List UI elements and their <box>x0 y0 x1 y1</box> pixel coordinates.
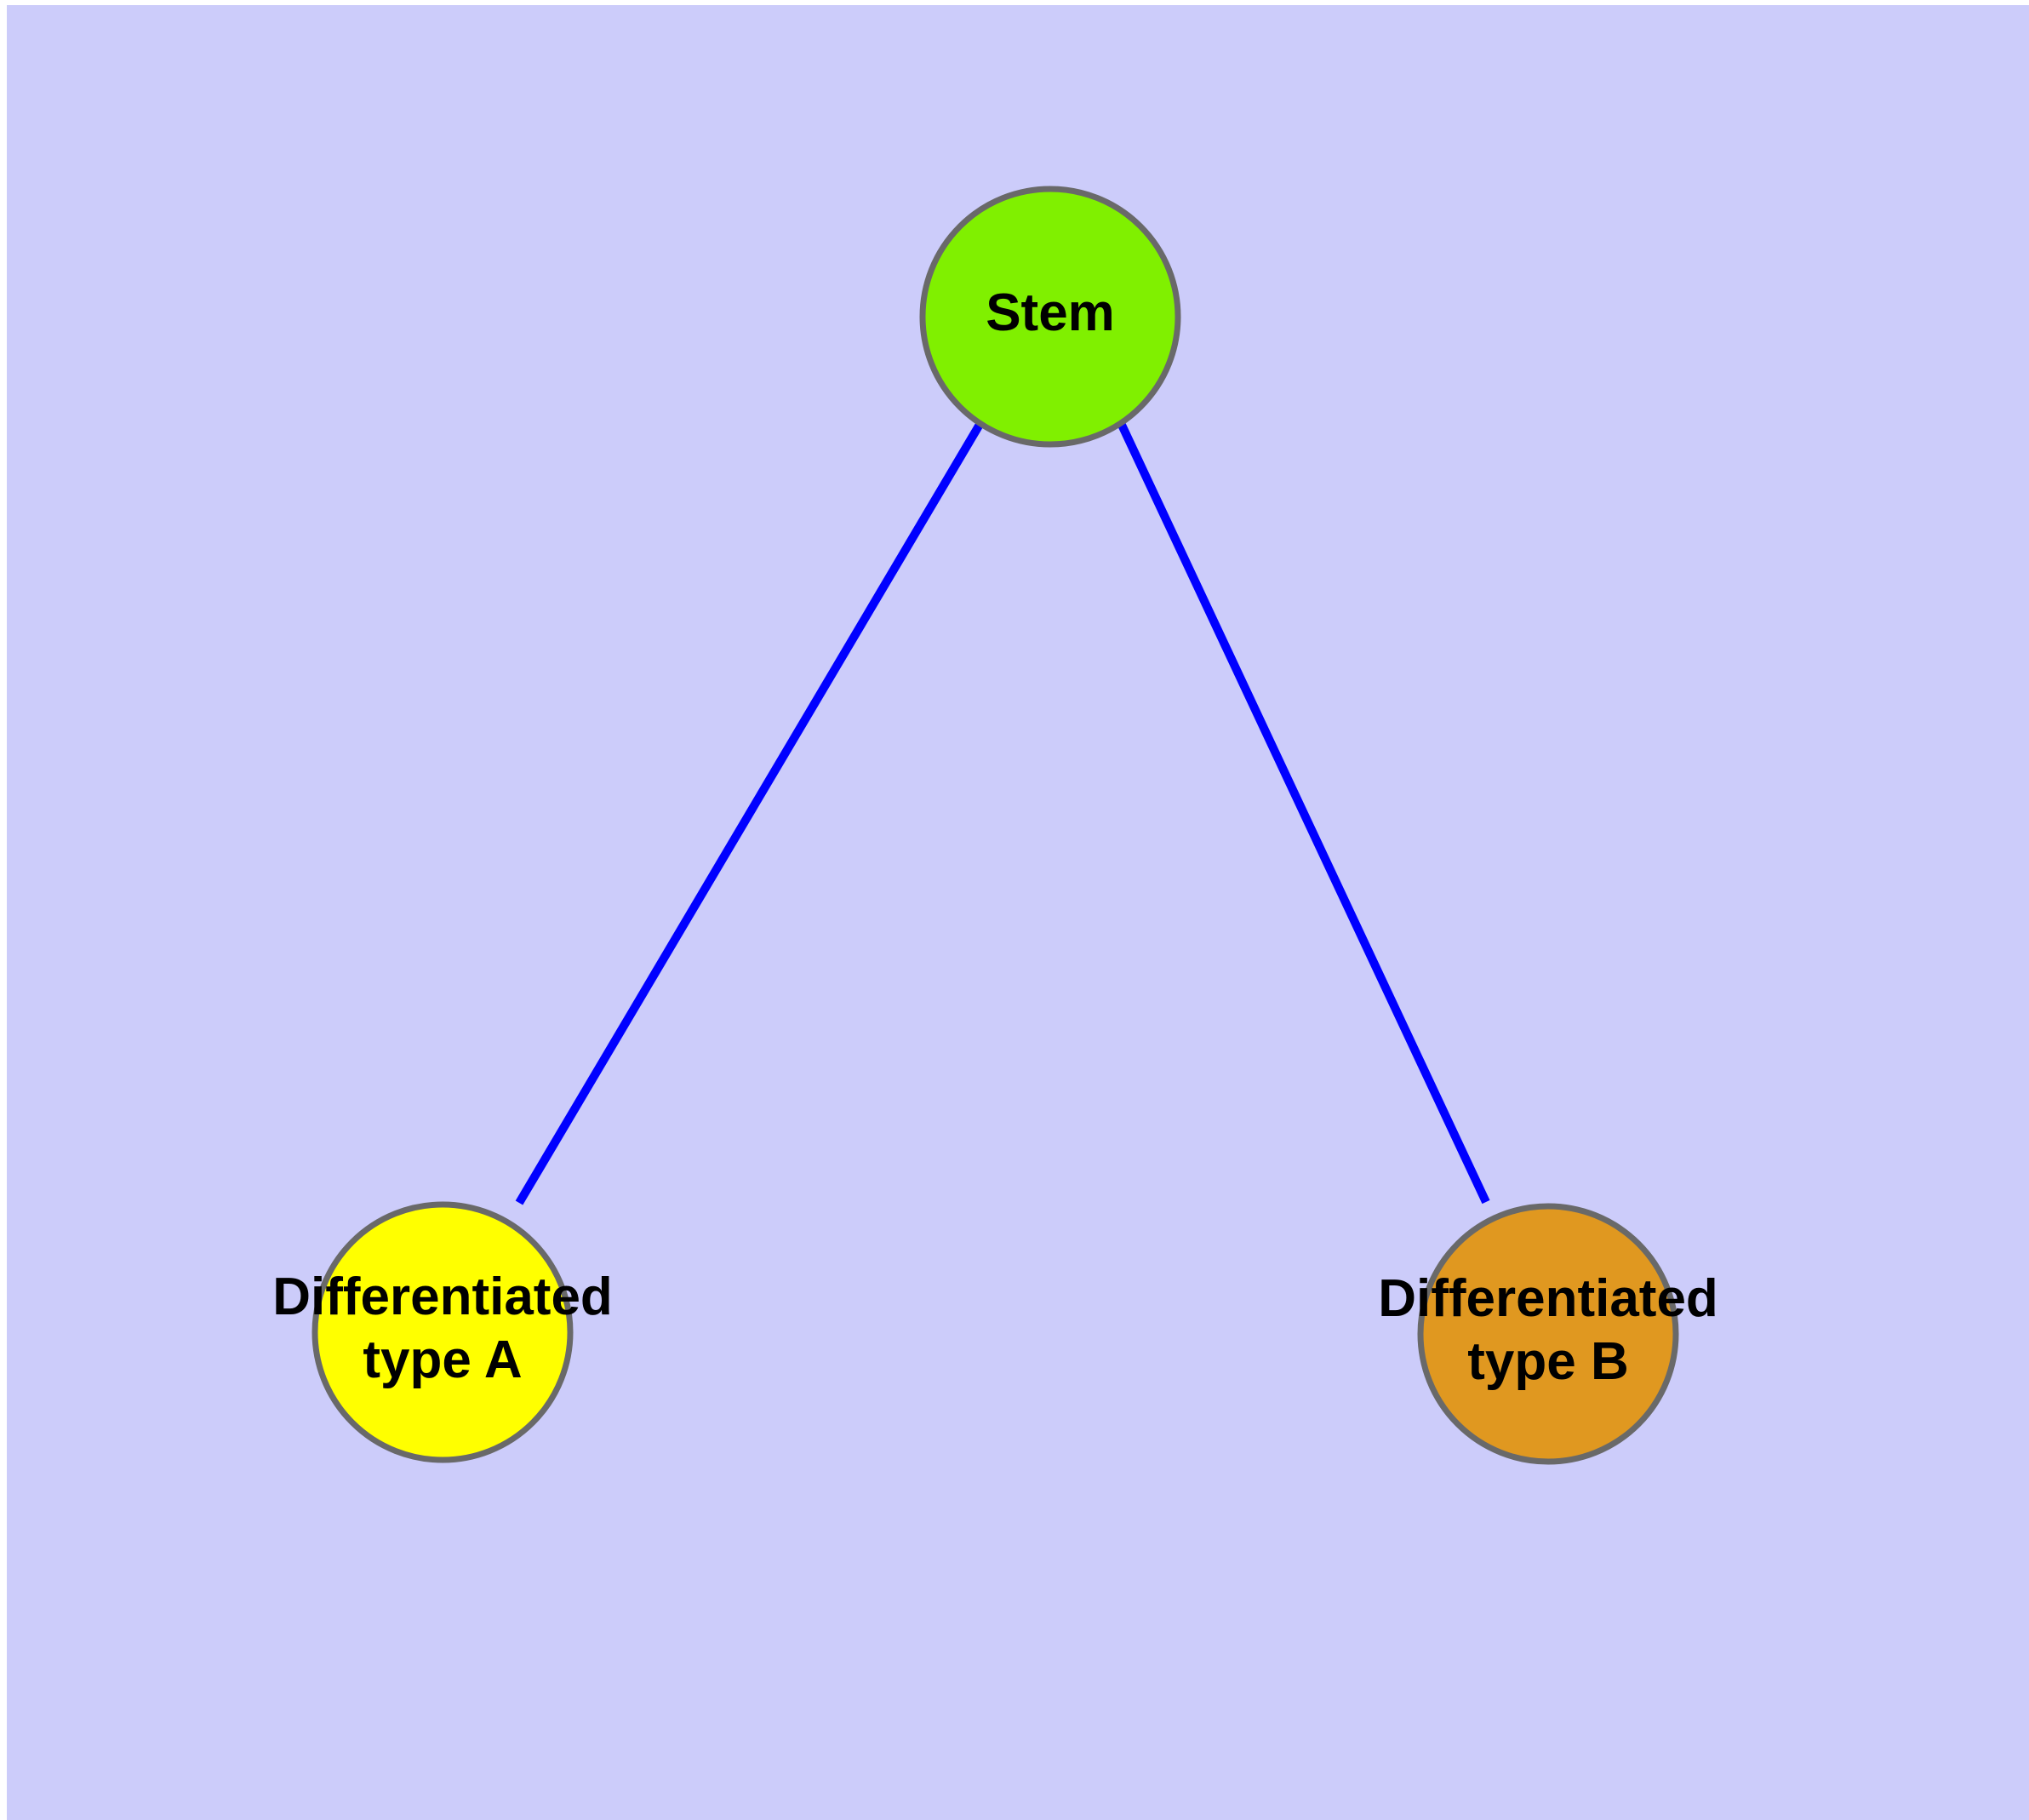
node-label-line: Differentiated <box>1378 1269 1718 1328</box>
edge-stem-to-differentiated-type-b[interactable] <box>1117 421 1490 1205</box>
node-label-line: Differentiated <box>272 1268 613 1326</box>
edges-layer <box>515 421 1490 1205</box>
node-label-line: type A <box>363 1331 522 1389</box>
node-circle-differentiated-type-a[interactable] <box>311 1201 574 1463</box>
node-circle-differentiated-type-b[interactable] <box>1417 1203 1679 1465</box>
node-label-line: Stem <box>986 283 1115 342</box>
node-label-stem: Stem <box>986 283 1115 342</box>
edge-stem-to-differentiated-type-a[interactable] <box>515 421 985 1205</box>
node-label-line: type B <box>1467 1332 1628 1391</box>
node-circle-stem[interactable] <box>919 186 1181 448</box>
nodes-layer <box>311 186 1679 1465</box>
